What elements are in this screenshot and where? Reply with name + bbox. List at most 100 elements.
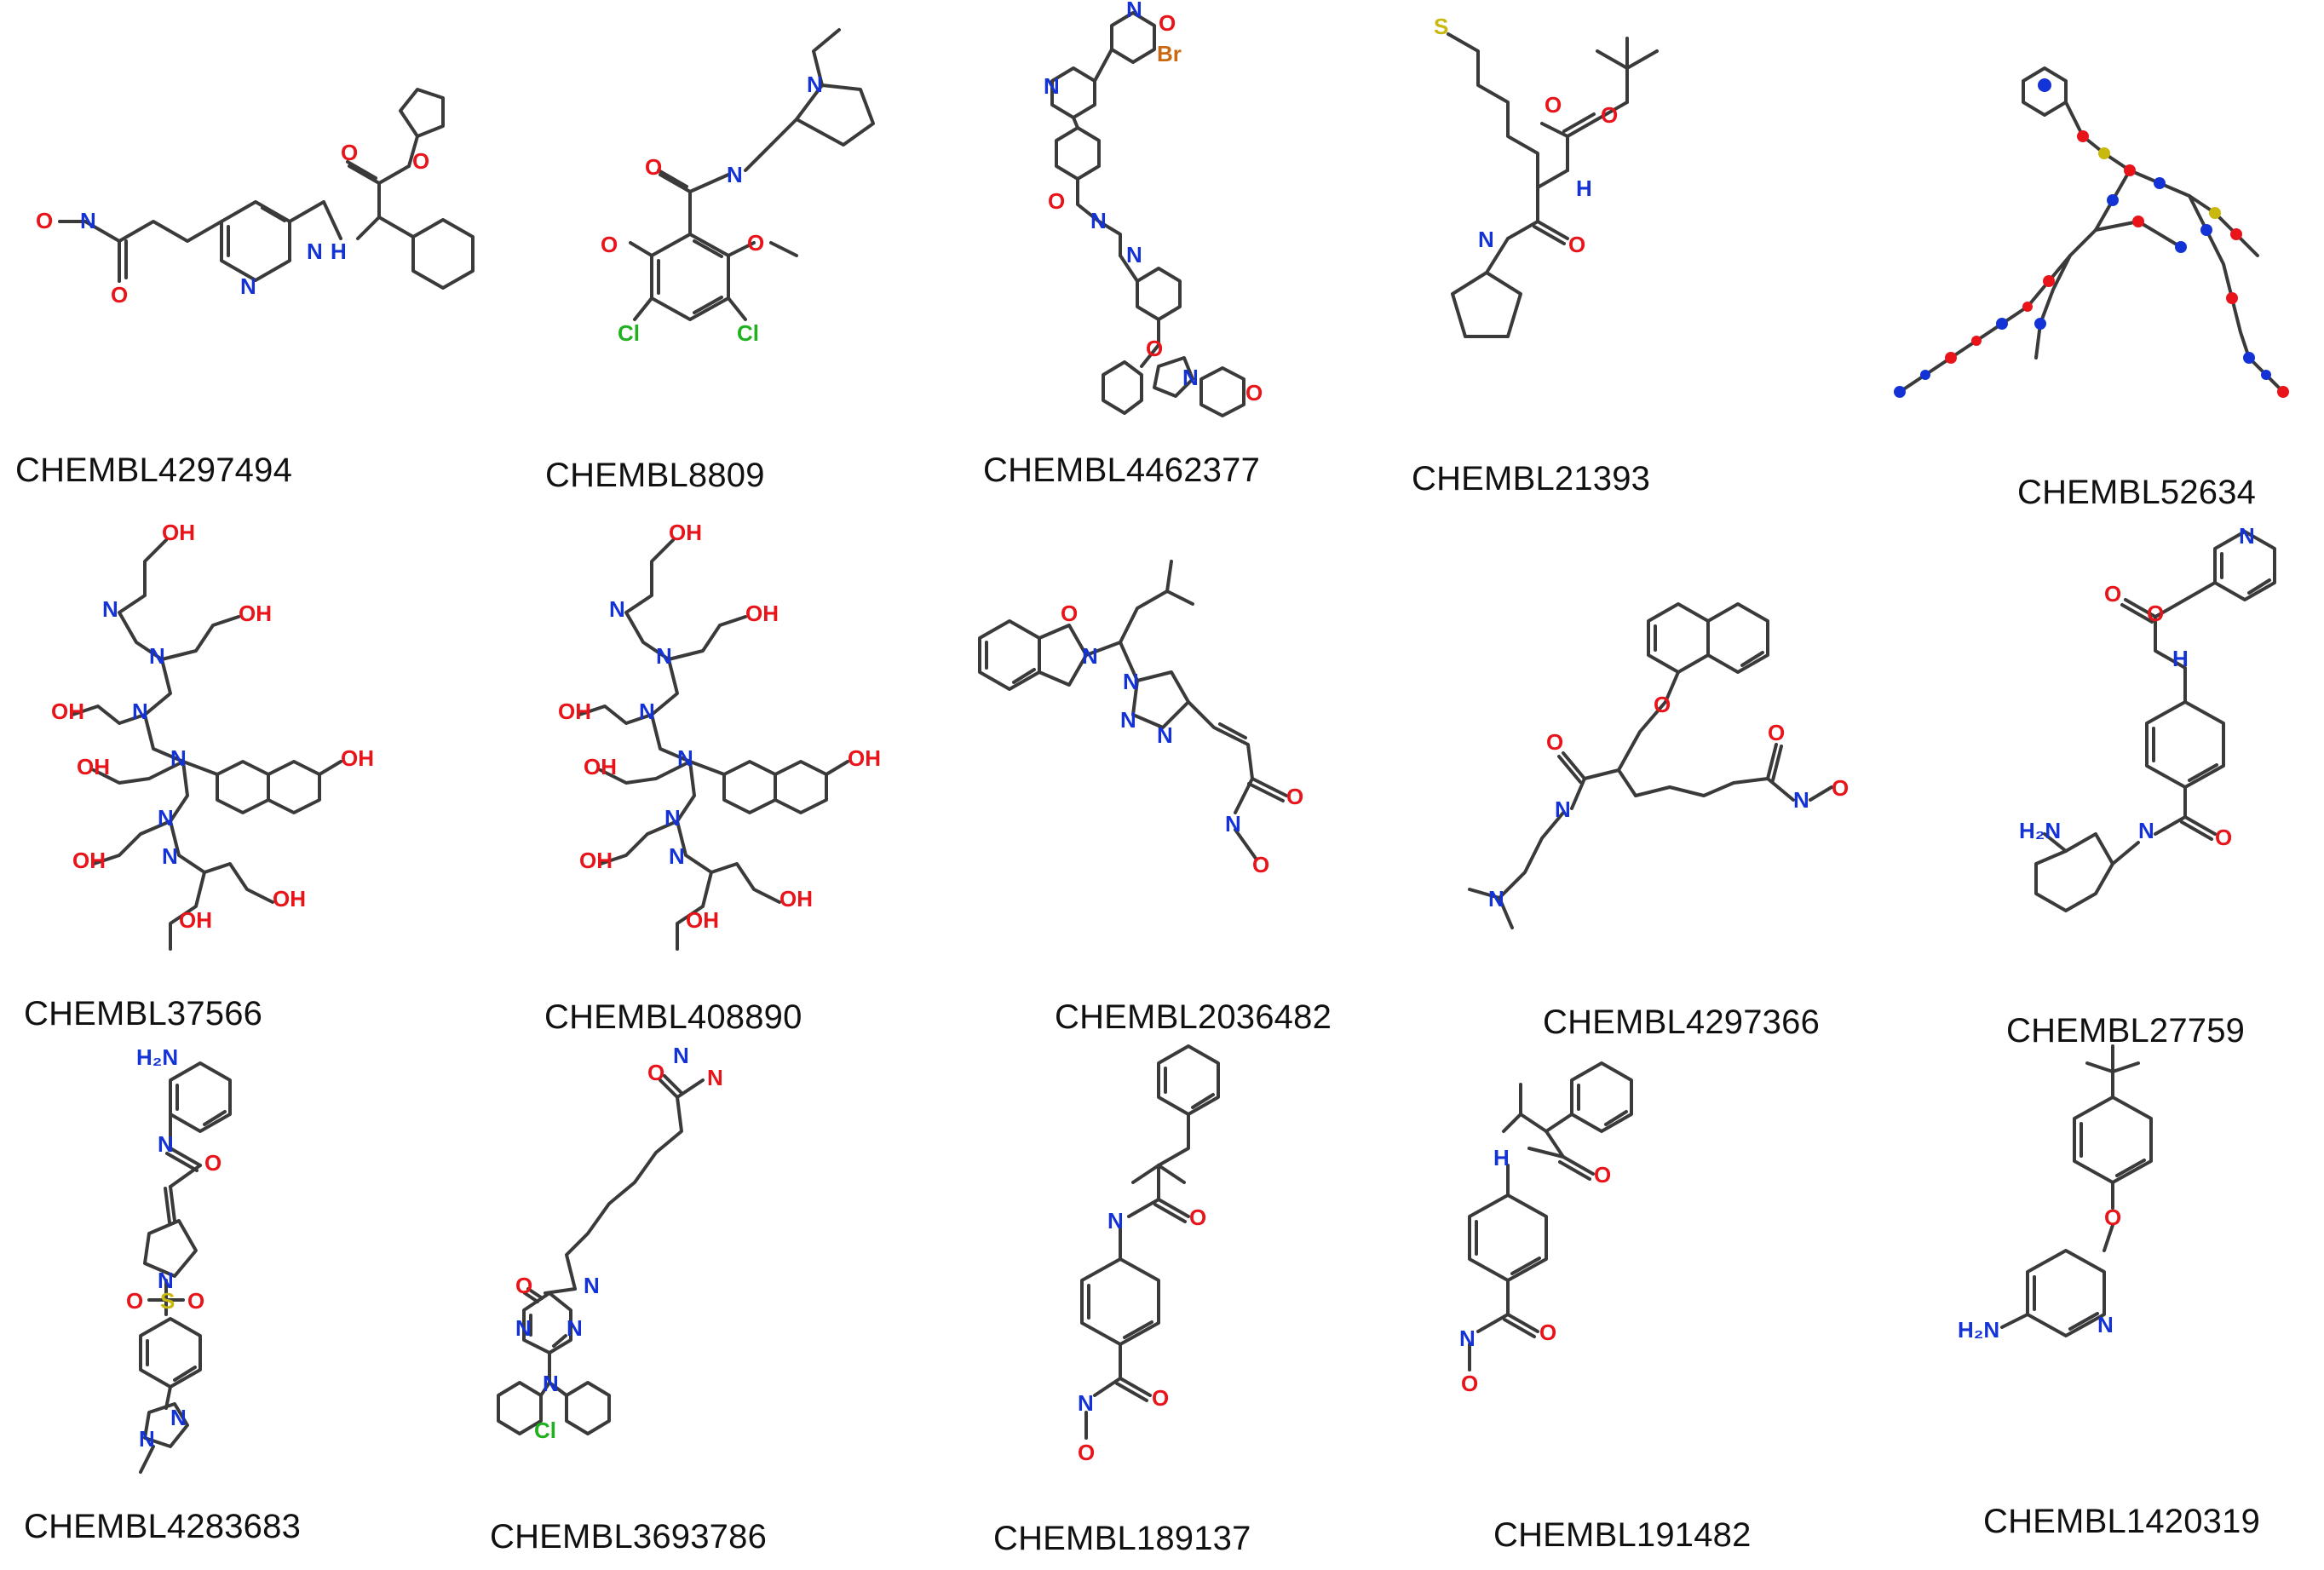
svg-text:O: O: [1461, 1371, 1478, 1396]
svg-text:N: N: [2097, 1312, 2114, 1337]
svg-text:N: N: [158, 1268, 174, 1293]
svg-text:N: N: [1082, 643, 1098, 669]
svg-text:N: N: [2239, 523, 2255, 549]
svg-text:OH: OH: [584, 754, 617, 779]
svg-text:OH: OH: [51, 699, 84, 724]
svg-text:O: O: [2215, 825, 2232, 850]
svg-text:Cl: Cl: [534, 1418, 556, 1443]
svg-text:OH: OH: [558, 699, 591, 724]
molecule-structure: N O O N O: [929, 1044, 1393, 1481]
svg-text:OH: OH: [77, 754, 110, 779]
compound-cell: H O O N O CHEMBL191482: [1393, 1046, 1857, 1569]
svg-text:N: N: [1090, 208, 1107, 233]
svg-text:H₂N: H₂N: [2019, 818, 2061, 843]
svg-text:S: S: [160, 1288, 175, 1314]
svg-text:N: N: [1126, 0, 1142, 22]
compound-cell: N O N N O N N N Cl CHEMBL3693786: [464, 1043, 929, 1569]
svg-text:OH: OH: [273, 886, 306, 912]
svg-text:OH: OH: [669, 520, 702, 545]
svg-text:O: O: [515, 1273, 532, 1298]
svg-text:O: O: [187, 1288, 204, 1314]
molecule-structure: H₂N N O N S O O N N: [0, 1044, 464, 1481]
svg-text:N: N: [1157, 722, 1173, 748]
compound-cell: N O O N O CHEMBL189137: [929, 1044, 1393, 1569]
svg-text:O: O: [1286, 784, 1303, 809]
molecule-structure: H O O N O: [1393, 1046, 1857, 1481]
compound-cell: H₂N N O N S O O N N CHEMBL4283683: [0, 1044, 464, 1569]
compound-id-label: CHEMBL1420319: [1983, 1503, 2261, 1540]
svg-text:O: O: [1252, 852, 1269, 877]
compound-id-label: CHEMBL52634: [2017, 474, 2257, 511]
molecule-structure: N O O H O N H₂N: [1857, 523, 2321, 958]
svg-text:O: O: [2104, 581, 2121, 607]
svg-text:O: O: [1601, 102, 1618, 128]
svg-text:O: O: [36, 208, 53, 233]
compound-cell: N H N O N O O O CHEMBL4297494: [0, 0, 475, 523]
svg-text:N: N: [1488, 886, 1504, 912]
compound-cell: N O O H O N H₂N CHEMBL27759: [1857, 523, 2321, 1050]
svg-text:N: N: [656, 643, 672, 669]
svg-text:OH: OH: [341, 745, 374, 771]
svg-text:H₂N: H₂N: [1958, 1317, 1999, 1343]
svg-text:N: N: [1123, 669, 1139, 694]
svg-text:N: N: [1182, 365, 1199, 390]
svg-text:O: O: [1159, 10, 1176, 36]
molecule-structure: N H N O N O O O: [0, 0, 475, 434]
svg-text:H: H: [331, 239, 347, 264]
compound-id-label: CHEMBL37566: [24, 995, 263, 1032]
compound-cell: S H O O O N CHEMBL21393: [1393, 0, 1857, 523]
compound-id-label: CHEMBL8809: [545, 457, 765, 494]
svg-text:O: O: [1061, 601, 1078, 626]
compound-id-label: CHEMBL4283683: [24, 1508, 302, 1545]
compound-id-label: CHEMBL3693786: [490, 1518, 768, 1556]
svg-text:N: N: [1225, 811, 1241, 837]
svg-text:N: N: [609, 596, 625, 622]
svg-text:N: N: [727, 162, 743, 187]
svg-text:OH: OH: [72, 848, 106, 873]
molecule-structure: O N N N N O N O: [929, 523, 1393, 958]
compound-cell: O N N N N O N O CHEMBL2036482: [929, 523, 1393, 1046]
compound-id-label: CHEMBL2036482: [1055, 998, 1332, 1036]
molecule-structure: O N H₂N: [1857, 1044, 2321, 1481]
svg-text:N: N: [669, 843, 685, 869]
svg-text:N: N: [807, 72, 823, 97]
svg-text:O: O: [1832, 775, 1849, 801]
molecule-structure: [1857, 0, 2321, 434]
compound-id-label: CHEMBL4462377: [983, 451, 1261, 489]
molecule-structure: OH N N N N N N OH OH OH OH OH OH OH: [0, 520, 464, 958]
compound-cell: O O N N O N O CHEMBL4297366: [1393, 523, 1857, 1046]
svg-text:O: O: [1768, 720, 1785, 745]
svg-text:OH: OH: [162, 520, 195, 545]
svg-text:O: O: [1245, 380, 1263, 405]
svg-text:N: N: [149, 643, 165, 669]
svg-text:N: N: [1555, 797, 1571, 822]
svg-text:OH: OH: [745, 601, 779, 626]
svg-text:N: N: [162, 843, 178, 869]
svg-text:O: O: [1078, 1440, 1095, 1465]
molecule-structure: N O Br N O N N O N O: [929, 0, 1393, 434]
compound-id-label: CHEMBL27759: [2006, 1012, 2246, 1050]
molecule-structure: N O N N O N N N Cl: [464, 1043, 929, 1481]
compound-cell: OH N N N N N N OH OH OH OH OH OH OH CHEM…: [0, 520, 464, 1046]
svg-text:N: N: [102, 596, 118, 622]
svg-text:N: N: [1044, 73, 1060, 99]
svg-text:OH: OH: [686, 907, 719, 933]
svg-text:OH: OH: [779, 886, 813, 912]
svg-text:N: N: [139, 1426, 155, 1452]
svg-text:O: O: [647, 1060, 664, 1085]
svg-text:OH: OH: [848, 745, 881, 771]
svg-text:N: N: [707, 1065, 723, 1090]
compound-cell: CHEMBL52634: [1857, 0, 2321, 523]
compound-cell: N O Br N O N N O N O CHEMBL4462377: [929, 0, 1393, 523]
svg-text:N: N: [1120, 707, 1136, 733]
svg-text:O: O: [1546, 729, 1563, 755]
molecule-structure: O N N O O Cl Cl: [464, 0, 929, 434]
svg-text:Cl: Cl: [618, 320, 640, 346]
svg-text:N: N: [543, 1371, 559, 1396]
svg-text:N: N: [1478, 227, 1494, 252]
svg-text:OH: OH: [579, 848, 613, 873]
svg-text:O: O: [204, 1150, 221, 1176]
molecule-structure: O O N N O N O: [1393, 523, 1857, 958]
compound-cell: OH N N N N N N OH OH OH OH OH OH OH CHEM…: [464, 520, 929, 1046]
svg-text:Cl: Cl: [737, 320, 759, 346]
